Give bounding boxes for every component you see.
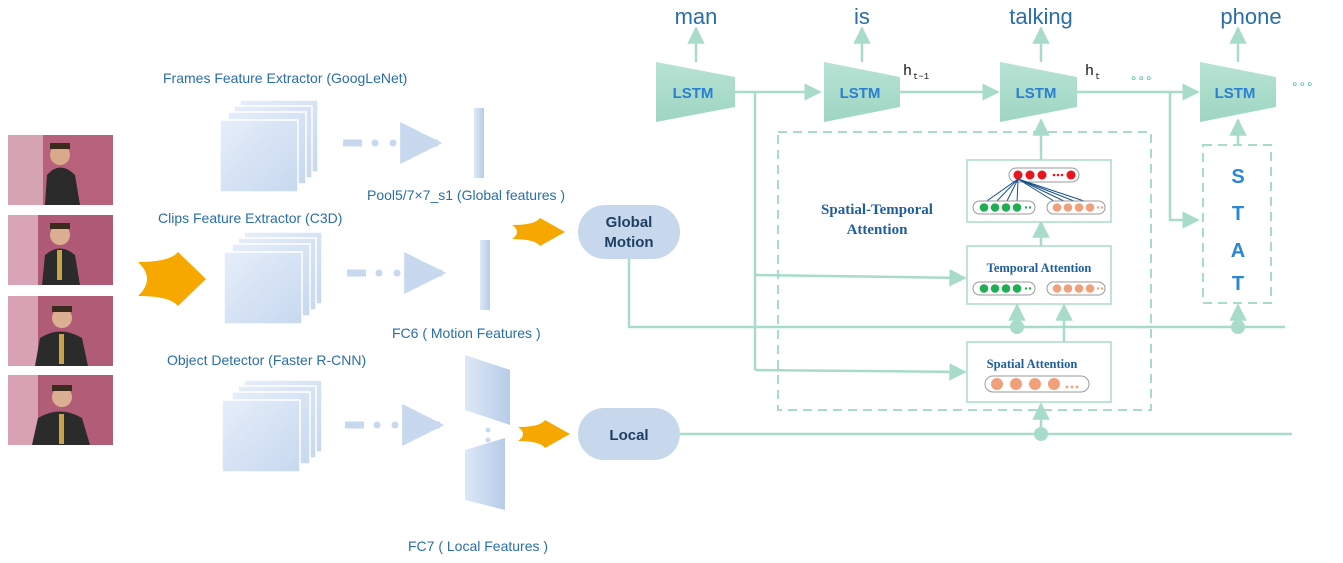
junction-dots bbox=[1010, 320, 1245, 441]
lstm-cell: LSTM bbox=[656, 62, 735, 122]
local-label: Local bbox=[609, 427, 648, 444]
stat-box: S T A T bbox=[1202, 144, 1272, 304]
h-prev-label: h t−1 bbox=[903, 63, 929, 82]
video-frame bbox=[8, 375, 113, 445]
fused-attention-box bbox=[966, 159, 1112, 223]
spatial-temporal-title-line2: Attention bbox=[847, 222, 908, 238]
video-frame bbox=[8, 296, 113, 366]
object-stack bbox=[221, 379, 323, 473]
clips-stack bbox=[223, 231, 323, 325]
object-detector-label: Object Detector (Faster R-CNN) bbox=[167, 352, 366, 368]
h-cur-label: h t bbox=[1085, 63, 1100, 82]
lstm-label: LSTM bbox=[840, 85, 881, 102]
frames-stack bbox=[219, 99, 319, 193]
local-feature-panel-top bbox=[465, 355, 510, 425]
local-arrow bbox=[518, 420, 570, 448]
word-phone: phone bbox=[1220, 4, 1281, 29]
ellipsis-end: ∘∘∘ bbox=[1291, 77, 1314, 91]
local-node: Local bbox=[578, 408, 680, 460]
global-motion-arrow bbox=[512, 218, 565, 246]
spatial-temporal-attention-box bbox=[777, 131, 1152, 411]
spatial-temporal-title-line1: Spatial-Temporal bbox=[821, 202, 933, 218]
lstm-cell: LSTM bbox=[1000, 62, 1077, 122]
clips-extractor-label: Clips Feature Extractor (C3D) bbox=[158, 210, 342, 226]
global-motion-line2: Motion bbox=[604, 234, 653, 251]
temporal-attention-label: Temporal Attention bbox=[987, 261, 1092, 275]
local-feature-dot bbox=[485, 427, 491, 433]
global-motion-node: Global Motion bbox=[578, 205, 680, 259]
spatial-attention-box: Spatial Attention bbox=[966, 341, 1112, 403]
lstm-label: LSTM bbox=[1016, 85, 1057, 102]
temporal-attention-box: Temporal Attention bbox=[966, 245, 1112, 305]
video-frame bbox=[8, 215, 113, 285]
h-cur-subscript: t bbox=[1095, 72, 1100, 82]
spatial-attention-label: Spatial Attention bbox=[987, 357, 1078, 371]
svg-text:h: h bbox=[1085, 63, 1094, 80]
ellipsis-mid: ∘∘∘ bbox=[1130, 71, 1153, 85]
stat-letter: S bbox=[1231, 166, 1244, 188]
global-features-label: Pool5/7×7_s1 (Global features ) bbox=[367, 187, 565, 203]
global-motion-line1: Global bbox=[606, 214, 653, 231]
frames-extractor-label: Frames Feature Extractor (GoogLeNet) bbox=[163, 70, 407, 86]
lstm-cell: LSTM bbox=[824, 62, 900, 122]
motion-feature-bar bbox=[480, 240, 490, 310]
motion-features-label: FC6 ( Motion Features ) bbox=[392, 325, 541, 341]
lstm-label: LSTM bbox=[673, 85, 714, 102]
svg-text:h: h bbox=[903, 63, 912, 80]
stat-letter: T bbox=[1232, 273, 1244, 295]
stat-letter: A bbox=[1231, 240, 1245, 262]
local-feature-dot bbox=[485, 437, 491, 443]
global-feature-bar bbox=[474, 108, 484, 178]
word-man: man bbox=[675, 4, 718, 29]
local-feature-panel-bottom bbox=[465, 438, 505, 510]
h-prev-subscript: t−1 bbox=[913, 72, 929, 82]
stack-to-feature-arrows bbox=[343, 122, 447, 446]
word-is: is bbox=[854, 4, 870, 29]
lstm-cell: LSTM bbox=[1200, 62, 1276, 122]
lstm-label: LSTM bbox=[1215, 85, 1256, 102]
word-talking: talking bbox=[1009, 4, 1073, 29]
decoder-connections bbox=[627, 26, 1292, 436]
video-frames bbox=[8, 135, 113, 445]
video-frame bbox=[8, 135, 113, 205]
stat-letter: T bbox=[1232, 203, 1244, 225]
input-arrow bbox=[138, 252, 206, 306]
local-features-label: FC7 ( Local Features ) bbox=[408, 538, 548, 554]
